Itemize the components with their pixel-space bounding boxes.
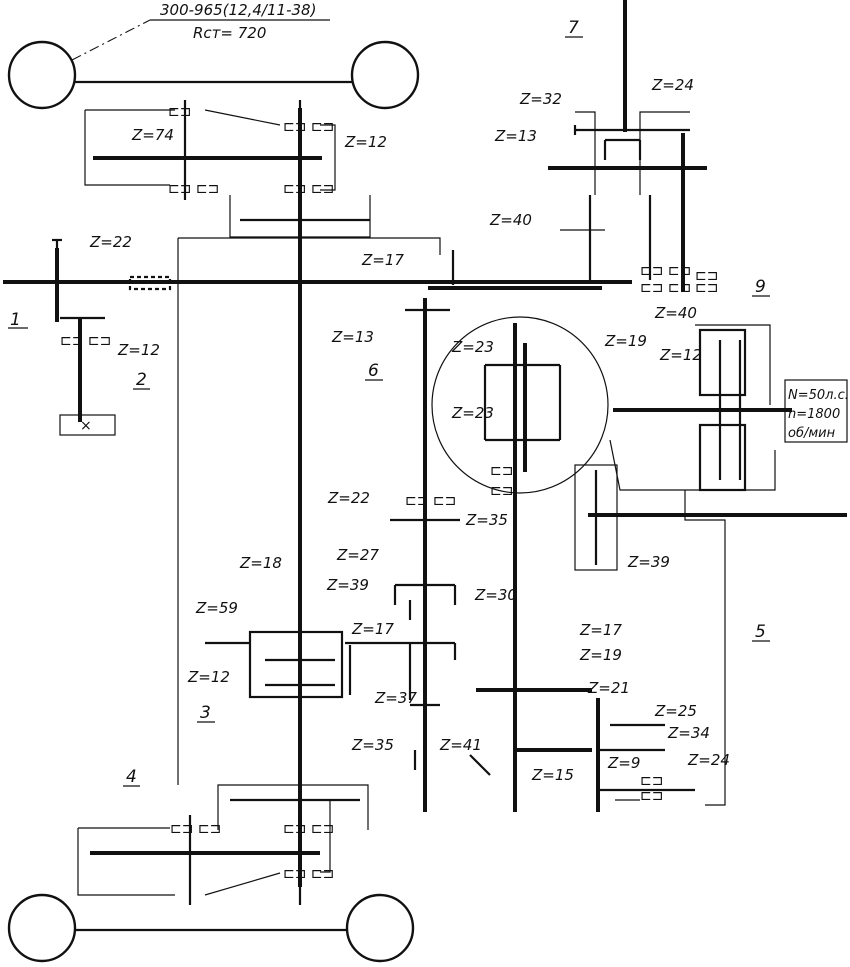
svg-text:⊏⊐ ⊏⊐: ⊏⊐ ⊏⊐ xyxy=(640,263,691,279)
svg-text:⊏⊐ ⊏⊐: ⊏⊐ ⊏⊐ xyxy=(405,493,456,509)
callout-4: 4 xyxy=(126,767,137,787)
callout-9: 9 xyxy=(755,277,766,297)
gear-z12-right: Z=12 xyxy=(659,346,702,364)
wheel-rear-right xyxy=(345,893,415,963)
gear-z32: Z=32 xyxy=(519,90,562,108)
svg-text:⊏⊐: ⊏⊐ xyxy=(695,280,718,296)
gear-z24-bottom: Z=24 xyxy=(687,751,730,769)
callout-5: 5 xyxy=(755,622,766,642)
couplings: × xyxy=(59,218,370,802)
svg-text:⊏⊐: ⊏⊐ xyxy=(695,268,718,284)
gear-marks xyxy=(52,100,747,905)
gear-z24-top: Z=24 xyxy=(651,76,694,94)
gear-z23-a: Z=23 xyxy=(451,338,494,356)
callout-6: 6 xyxy=(368,361,379,381)
gear-z34: Z=34 xyxy=(667,724,710,742)
gear-z17-right: Z=17 xyxy=(579,621,622,639)
gear-z9: Z=9 xyxy=(607,754,640,772)
rear-axle xyxy=(7,893,415,963)
gear-z12-diff: Z=12 xyxy=(187,668,230,686)
gear-z41: Z=41 xyxy=(439,736,482,754)
bearings: ⊏⊐ ⊏⊐ ⊏⊐ ⊏⊐ ⊏⊐ ⊏⊐ ⊏⊐ ⊏⊐ ⊏⊐ ⊏⊐ ⊏⊐ ⊏⊐ ⊏⊐ ⊏… xyxy=(60,104,718,882)
gear-z39-right: Z=39 xyxy=(627,553,670,571)
svg-text:⊏⊐ ⊏⊐: ⊏⊐ ⊏⊐ xyxy=(170,821,221,837)
gear-z22-left: Z=22 xyxy=(89,233,132,251)
svg-text:⊏⊐ ⊏⊐: ⊏⊐ ⊏⊐ xyxy=(283,119,334,135)
gear-z19-right: Z=19 xyxy=(579,646,622,664)
gear-z35-a: Z=35 xyxy=(465,511,508,529)
callout-numbers: 1 2 3 4 5 6 7 9 xyxy=(8,18,770,787)
gear-z40-top: Z=40 xyxy=(489,211,532,229)
gear-z23-b: Z=23 xyxy=(451,404,494,422)
engine-speed: n=1800 xyxy=(788,407,840,422)
svg-text:⊏⊐: ⊏⊐ xyxy=(640,773,663,789)
wheel-front-left xyxy=(7,40,77,110)
wheel-rear-left xyxy=(7,893,77,963)
gear-z12-top: Z=12 xyxy=(344,133,387,151)
gear-z59: Z=59 xyxy=(195,599,238,617)
callout-3: 3 xyxy=(200,703,211,723)
gear-z17-top: Z=17 xyxy=(361,251,404,269)
gear-z15: Z=15 xyxy=(531,766,574,784)
gear-z27: Z=27 xyxy=(336,546,379,564)
gear-z21: Z=21 xyxy=(587,679,630,697)
gear-z74: Z=74 xyxy=(131,126,174,144)
callout-2: 2 xyxy=(136,370,147,390)
svg-text:⊏⊐: ⊏⊐ xyxy=(490,463,513,479)
gear-z13-mid: Z=13 xyxy=(331,328,374,346)
gear-z39-a: Z=39 xyxy=(326,576,369,594)
gear-z12-left: Z=12 xyxy=(117,341,160,359)
gear-labels: Z=74 Z=12 Z=22 Z=12 Z=17 Z=13 Z=32 Z=24 … xyxy=(89,76,730,784)
front-axle xyxy=(7,19,420,110)
gear-z17-mid: Z=17 xyxy=(351,620,394,638)
engine-spec-box: N=50л.с. n=1800 об/мин xyxy=(784,379,849,443)
gear-z19-circle: Z=19 xyxy=(604,332,647,350)
gear-z35-b: Z=35 xyxy=(351,736,394,754)
svg-text:⊏⊐ ⊏⊐: ⊏⊐ ⊏⊐ xyxy=(640,280,691,296)
reducer-circle xyxy=(431,316,609,494)
tire-label: 300-965(12,4/11-38) Rст= 720 xyxy=(160,1,316,42)
engine-speed-unit: об/мин xyxy=(788,426,836,441)
static-radius: Rст= 720 xyxy=(193,24,266,42)
svg-text:⊏⊐: ⊏⊐ xyxy=(168,104,191,120)
callout-7: 7 xyxy=(568,18,579,38)
gear-z25: Z=25 xyxy=(654,702,697,720)
gear-z18: Z=18 xyxy=(239,554,282,572)
svg-text:⊏⊐: ⊏⊐ xyxy=(490,483,513,499)
svg-text:⊏⊐ ⊏⊐: ⊏⊐ ⊏⊐ xyxy=(168,181,219,197)
engine-power: N=50л.с. xyxy=(788,388,849,403)
gear-z37: Z=37 xyxy=(374,689,417,707)
svg-text:⊏⊐ ⊏⊐: ⊏⊐ ⊏⊐ xyxy=(60,333,111,349)
tire-size: 300-965(12,4/11-38) xyxy=(160,1,316,19)
svg-text:⊏⊐: ⊏⊐ xyxy=(640,788,663,804)
gear-z22-mid: Z=22 xyxy=(327,489,370,507)
svg-text:⊏⊐ ⊏⊐: ⊏⊐ ⊏⊐ xyxy=(283,821,334,837)
gear-z40-right: Z=40 xyxy=(654,304,697,322)
wheel-front-right xyxy=(350,40,420,110)
callout-1: 1 xyxy=(10,310,21,330)
gear-z30: Z=30 xyxy=(474,586,517,604)
svg-text:⊏⊐ ⊏⊐: ⊏⊐ ⊏⊐ xyxy=(283,866,334,882)
svg-text:⊏⊐ ⊏⊐: ⊏⊐ ⊏⊐ xyxy=(283,181,334,197)
gear-z13-top: Z=13 xyxy=(494,127,537,145)
svg-text:×: × xyxy=(80,418,92,434)
